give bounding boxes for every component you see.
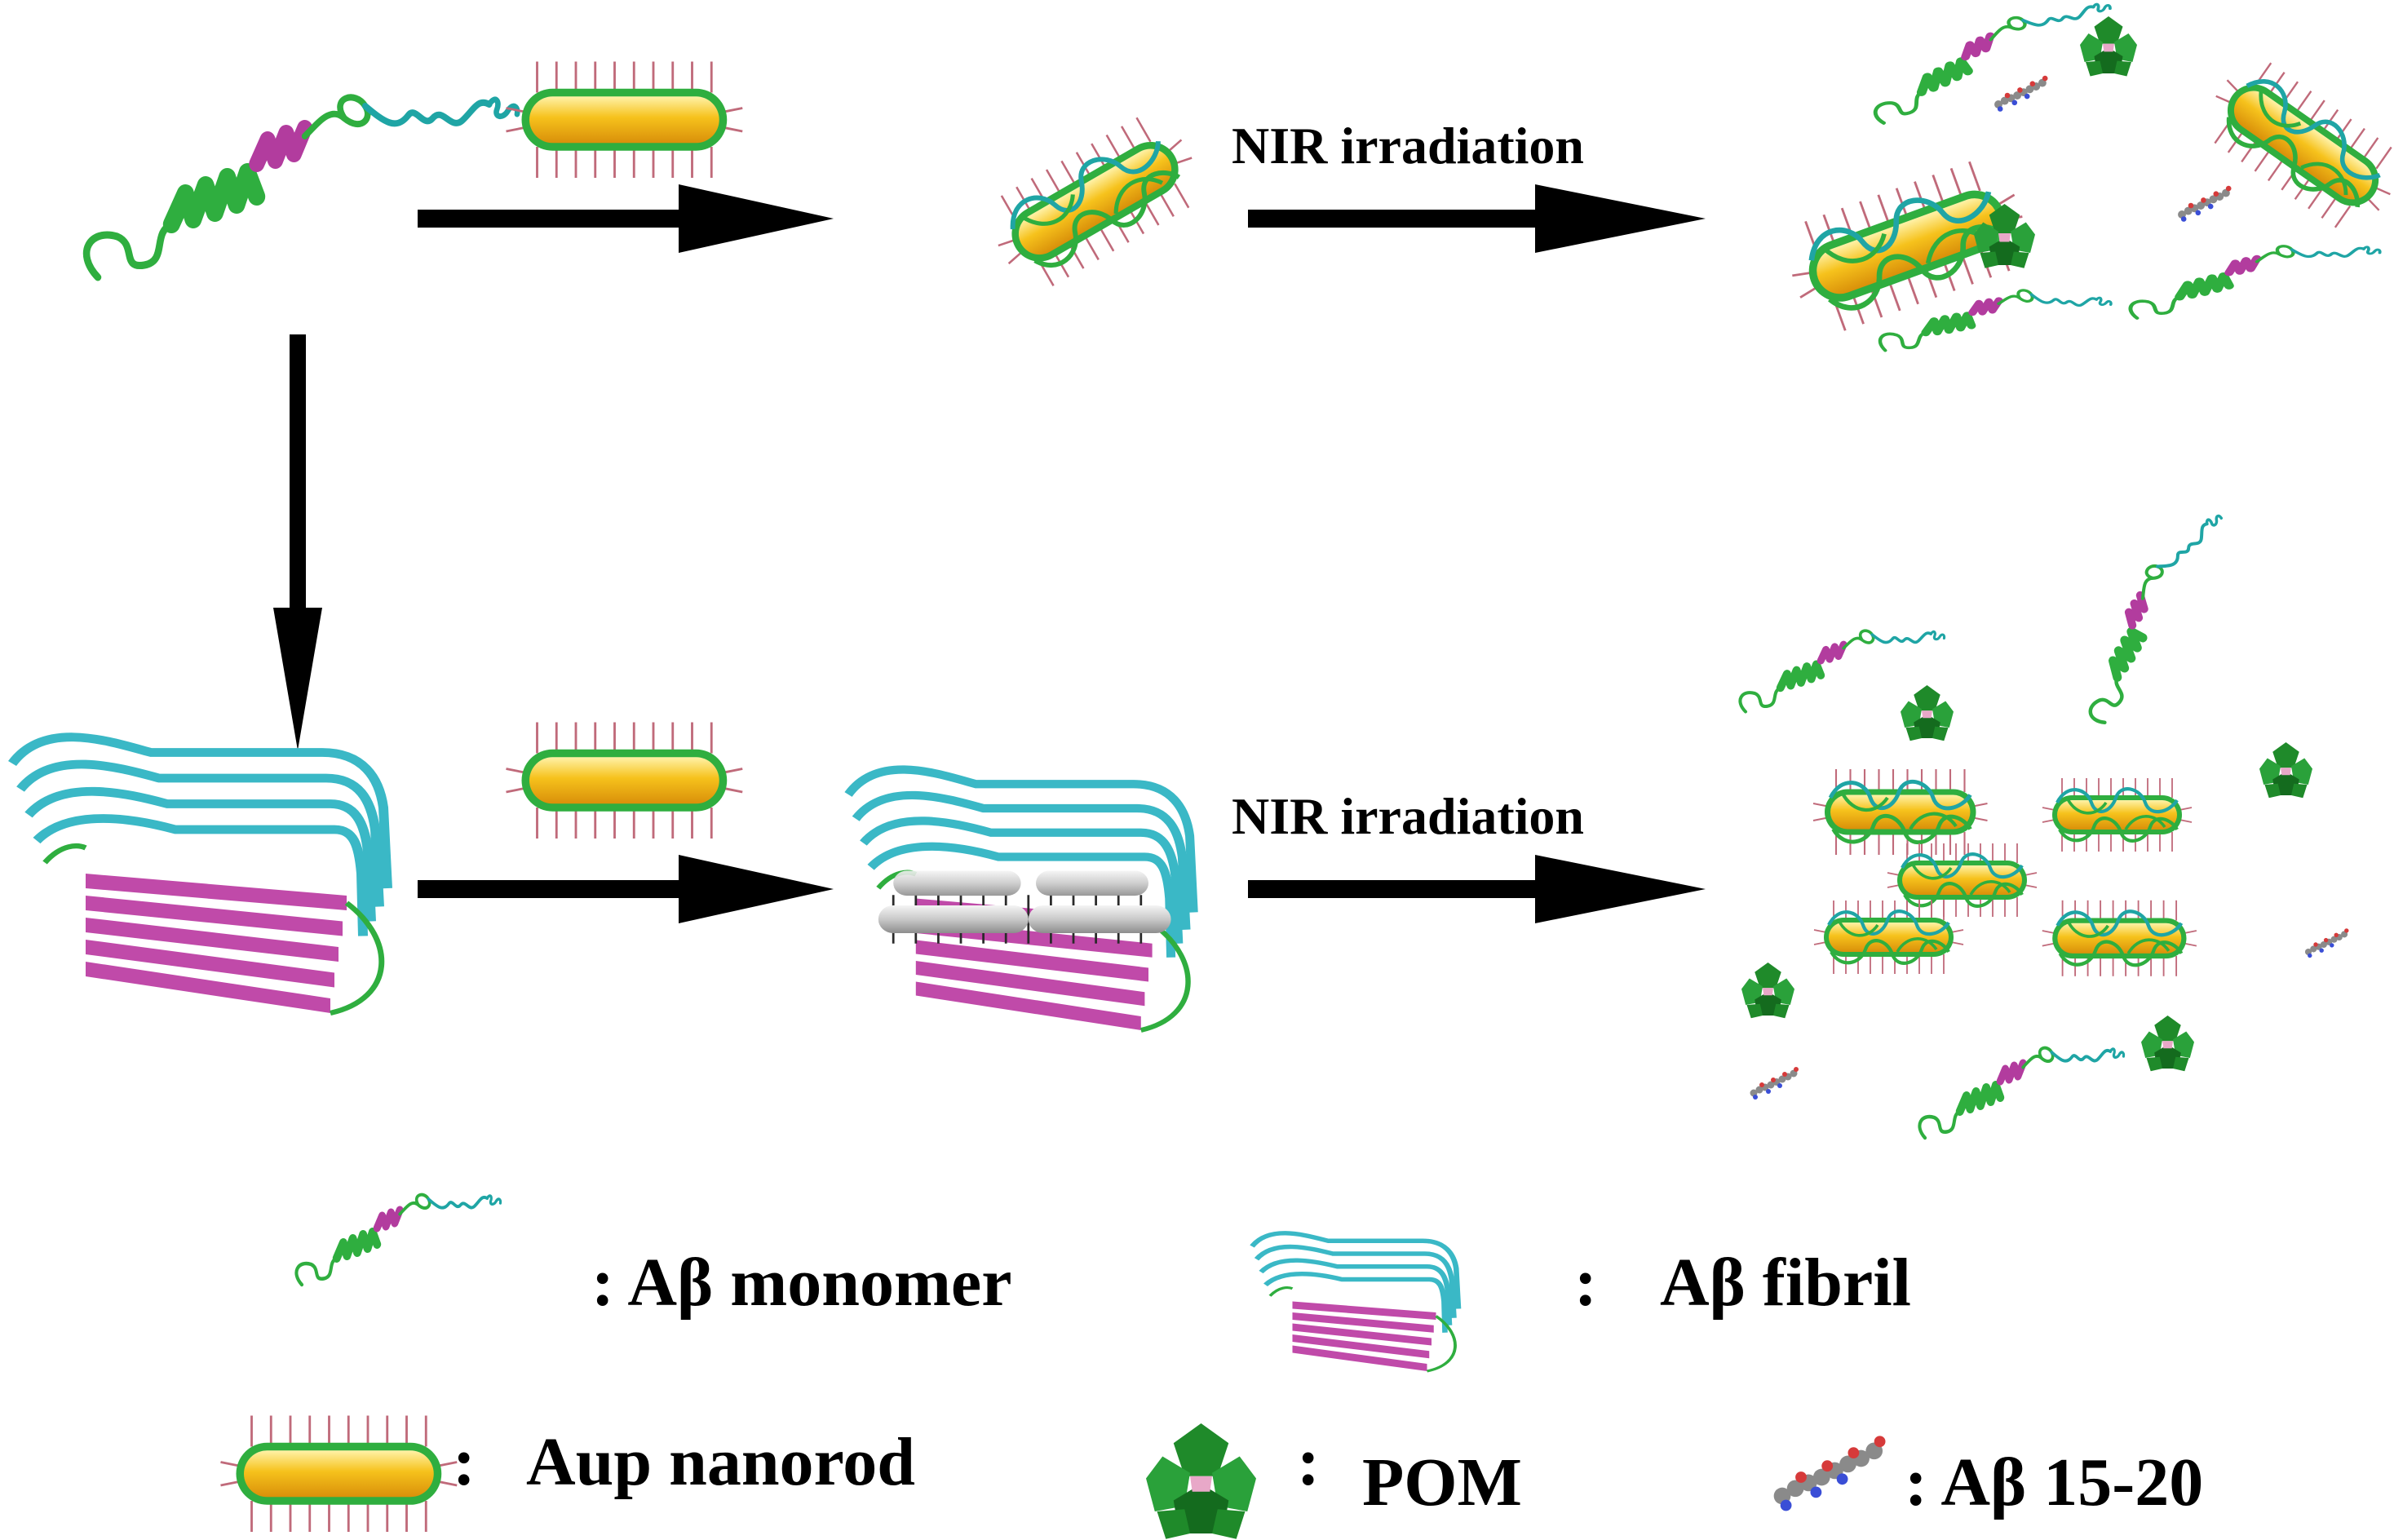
released-monomer-1 <box>1863 1 2122 124</box>
pom-bottom-1 <box>1901 685 1954 741</box>
nanorod-reagent-top <box>505 60 744 179</box>
fibril-with-nanorods <box>848 769 1193 1030</box>
disaggregated-nanorod-1 <box>1813 769 1988 855</box>
released-monomer-5 <box>2042 511 2274 726</box>
legend-pom-icon <box>1146 1423 1256 1539</box>
arrow-down <box>273 334 322 750</box>
disaggregated-nanorod-4 <box>1814 901 1963 974</box>
legend-peptide-icon <box>1773 1436 1886 1511</box>
pom-bottom-2 <box>2259 742 2312 799</box>
nir-label-top: NIR irradiation <box>1232 117 1584 175</box>
legend-fibril-icon <box>1252 1233 1458 1371</box>
legend-nanorod-label: Aup nanorod <box>526 1424 915 1500</box>
pom-bottom-3 <box>1741 962 1794 1019</box>
monomer-bound-nanorod <box>977 104 1212 299</box>
peptide-bottom-1 <box>2304 928 2349 958</box>
nir-label-bottom: NIR irradiation <box>1232 787 1584 845</box>
peptide-top-2 <box>2178 185 2232 222</box>
peptide-top-1 <box>1994 75 2048 112</box>
product-nanorod-2 <box>2193 48 2394 242</box>
fibril-initial <box>12 737 387 1013</box>
disaggregated-nanorod-5 <box>2042 901 2197 976</box>
arrow-top-right <box>1248 184 1706 253</box>
legend-monomer-label: : Aβ monomer <box>591 1245 1011 1321</box>
disaggregated-nanorod-3 <box>1887 843 2037 917</box>
released-monomer-3 <box>2131 246 2380 318</box>
legend-pom-colon: : <box>1297 1424 1320 1500</box>
released-monomer-6 <box>1919 1048 2123 1138</box>
pom-top-1 <box>2080 16 2137 77</box>
pom-bottom-4 <box>2141 1016 2194 1072</box>
arrow-bottom-left <box>418 855 834 923</box>
legend-pom-label: POM <box>1362 1445 1522 1520</box>
peptide-bottom-2 <box>1750 1067 1799 1100</box>
released-monomer-4 <box>1740 631 1944 711</box>
legend-fibril-label: Aβ fibril <box>1660 1245 1911 1321</box>
arrow-top-left <box>418 184 834 253</box>
legend-fibril-colon: : <box>1574 1245 1597 1321</box>
legend-nanorod-icon <box>219 1414 458 1533</box>
legend-peptide-label: : Aβ 15-20 <box>1905 1445 2203 1520</box>
legend-monomer-icon <box>296 1195 500 1285</box>
monomer-initial <box>86 97 517 277</box>
nanorod-reagent-bottom <box>505 721 744 840</box>
arrow-bottom-right <box>1248 855 1706 923</box>
legend-nanorod-colon: : <box>453 1424 476 1500</box>
disaggregated-nanorod-2 <box>2042 778 2192 852</box>
